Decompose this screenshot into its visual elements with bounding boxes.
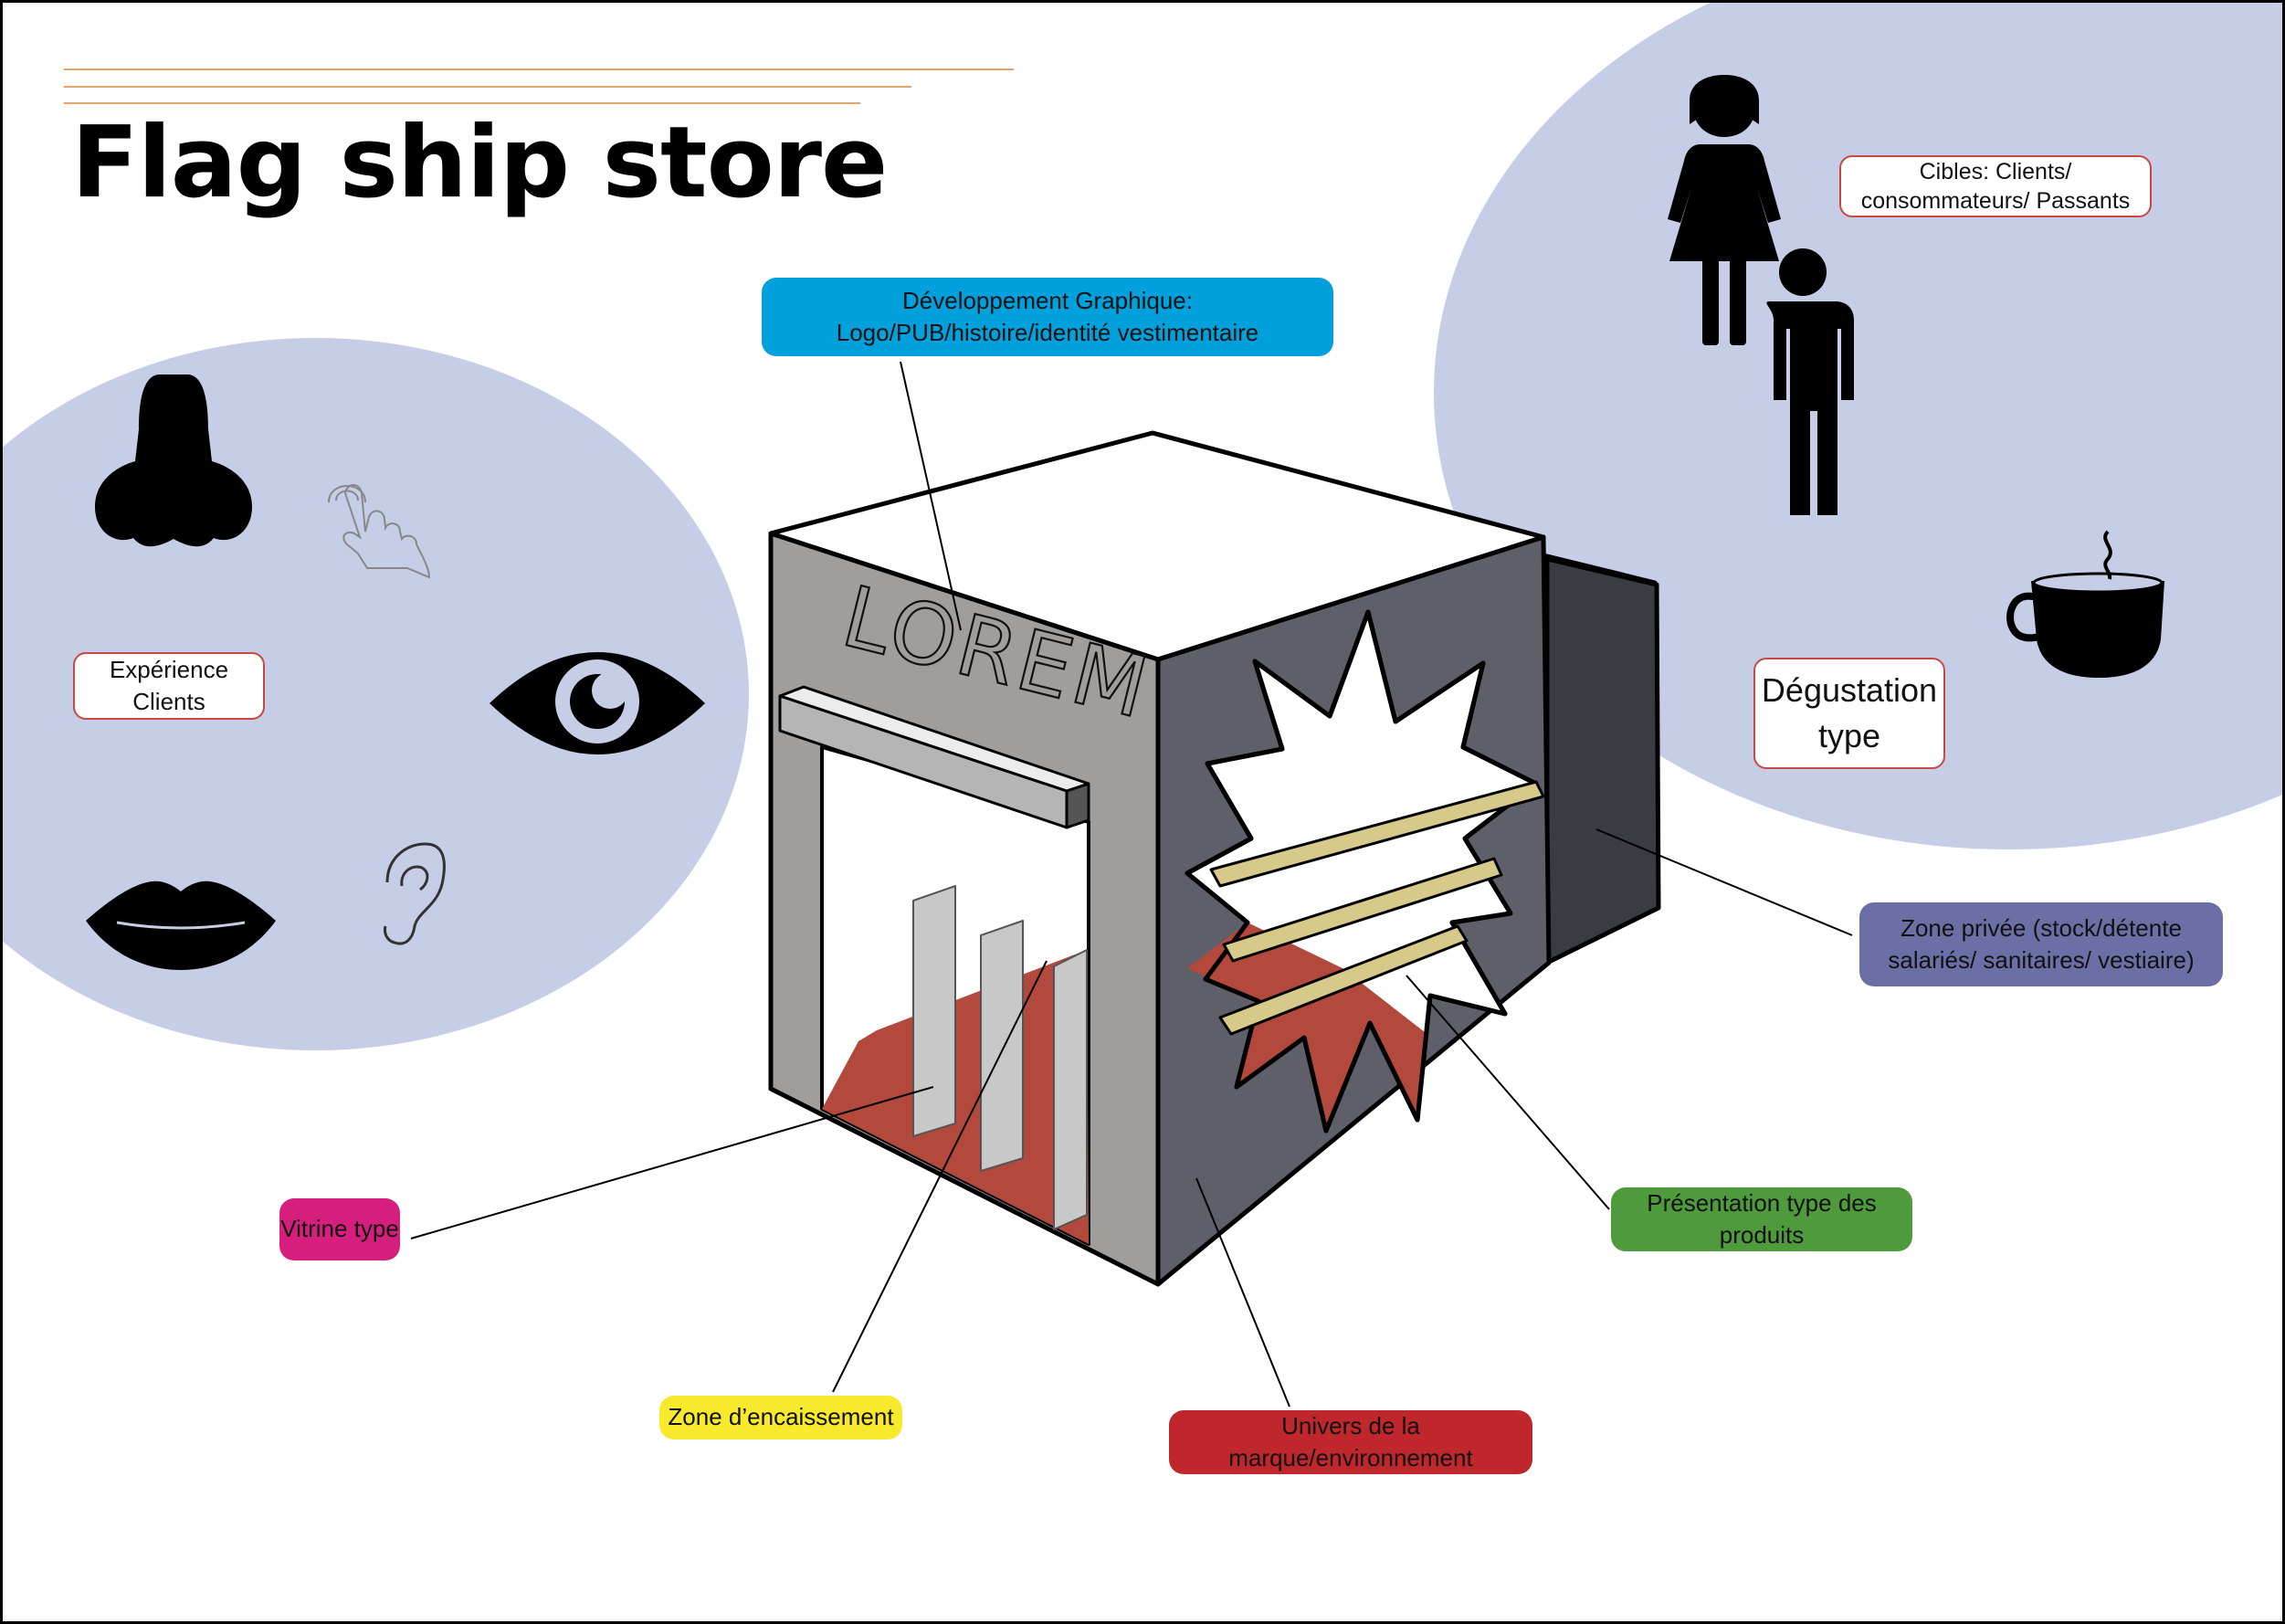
coffee-cup-icon [2006, 530, 2164, 678]
store-annex-side [1544, 556, 1661, 965]
page-title: Flag ship store [71, 106, 888, 220]
label-zone-privee: Zone privée (stock/détente salariés/ san… [1859, 902, 2223, 986]
label-experience-clients: Expérience Clients [73, 652, 265, 720]
shelf-3 [1218, 924, 1469, 1036]
leader-lines [410, 361, 1853, 1408]
shelf-2 [1222, 857, 1503, 963]
nose-icon [95, 374, 252, 547]
label-cibles: Cibles: Clients/ consommateurs/ Passants [1839, 155, 2152, 217]
label-univers-marque: Univers de la marque/environnement [1169, 1410, 1532, 1474]
label-presentation-produits: Présentation type des produits [1611, 1187, 1912, 1251]
label-vitrine: Vitrine type [279, 1198, 400, 1260]
woman-icon [1668, 75, 1781, 345]
decorative-lines [64, 69, 1014, 104]
display-panel-1 [912, 885, 956, 1137]
eye-icon [490, 652, 705, 754]
label-developpement-graphique: Développement Graphique: Logo/PUB/histoi… [762, 278, 1333, 356]
store-illustration [768, 430, 1661, 1287]
shelf-1 [1209, 780, 1545, 888]
label-zone-encaissement: Zone d’encaissement [659, 1396, 902, 1439]
lips-icon [86, 881, 276, 970]
man-icon [1766, 248, 1854, 515]
touch-hand-icon [328, 484, 431, 579]
label-degustation: Dégustation type [1753, 658, 1945, 769]
ear-icon [384, 842, 446, 945]
display-panel-2 [980, 920, 1024, 1172]
store-awning-end [1065, 782, 1090, 829]
display-panel-3 [1053, 949, 1088, 1230]
